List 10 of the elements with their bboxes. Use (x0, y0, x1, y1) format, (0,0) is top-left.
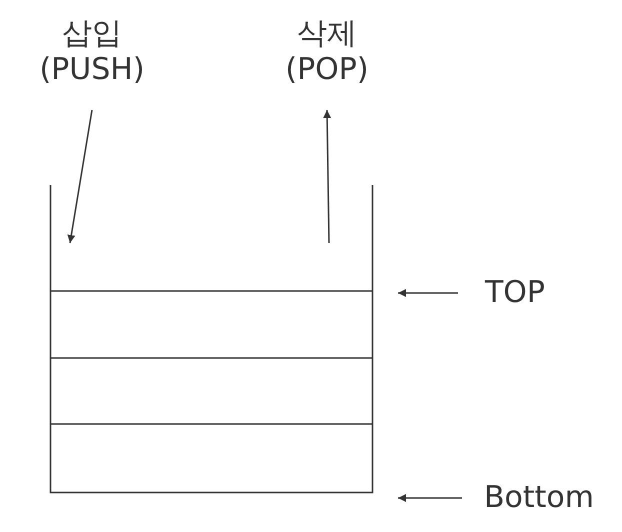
operation-label: 삭제 (296, 16, 358, 52)
arrow (398, 494, 462, 502)
operation-label: 삽입 (61, 16, 123, 52)
arrow (67, 110, 93, 244)
operation-name: (PUSH) (38, 52, 146, 88)
arrow (398, 289, 458, 297)
pointer-label: Bottom (482, 480, 596, 516)
pointer-label: TOP (484, 275, 546, 311)
arrow (323, 110, 332, 244)
operation-name: (POP) (284, 52, 370, 88)
